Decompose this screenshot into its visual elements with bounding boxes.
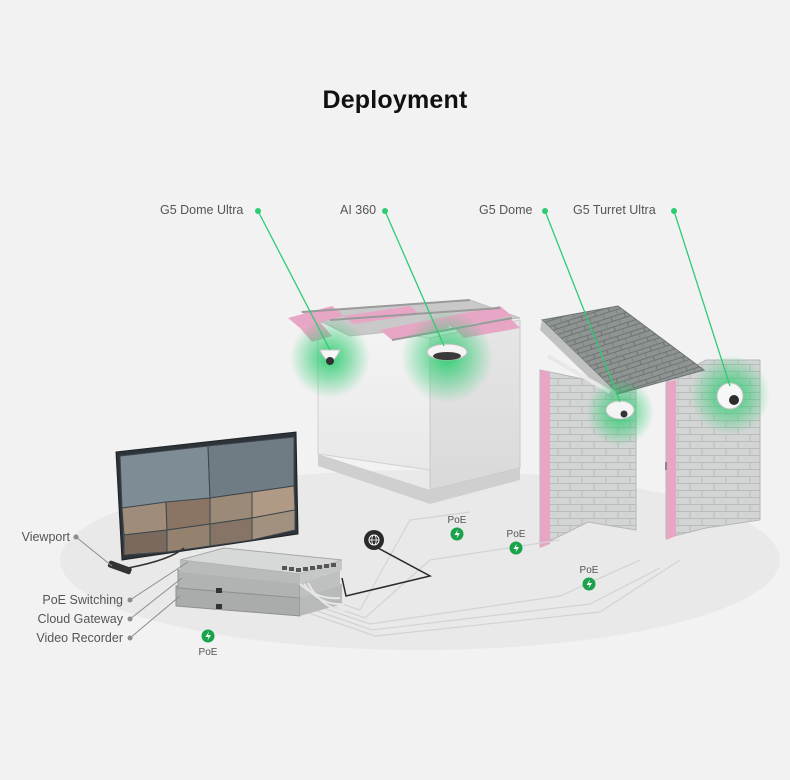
- label-g5-dome-ultra: G5 Dome Ultra: [160, 203, 244, 217]
- g5-turret-ultra-camera: [716, 382, 744, 410]
- label-video-recorder: Video Recorder: [36, 631, 123, 645]
- poe-label-turret: PoE: [579, 565, 599, 576]
- monitor-display: [107, 431, 299, 575]
- label-g5-dome: G5 Dome: [479, 203, 533, 217]
- device-leader-lines: [75, 536, 189, 639]
- poe-badge-room: [450, 527, 464, 541]
- label-ai-360: AI 360: [340, 203, 377, 217]
- poe-label-recorder: PoE: [198, 647, 218, 658]
- poe-label-shelter: PoE: [506, 529, 526, 540]
- globe-icon: [368, 534, 380, 546]
- poe-label-room: PoE: [447, 515, 467, 526]
- label-viewport: Viewport: [21, 530, 70, 544]
- g5-dome-camera: [605, 400, 635, 420]
- poe-badge-recorder: [201, 629, 215, 643]
- camera-leader-dots: [255, 208, 677, 214]
- ai-360-camera: [426, 343, 468, 361]
- label-cloud-gateway: Cloud Gateway: [37, 612, 123, 626]
- poe-badge-turret: [582, 577, 596, 591]
- poe-badge-shelter: [509, 541, 523, 555]
- g5-dome-ultra-camera: [319, 349, 341, 365]
- page-title: Deployment: [322, 86, 468, 114]
- device-leader-dots: [73, 534, 133, 641]
- rack-stack: [175, 547, 349, 617]
- camera-leader-lines: [257, 210, 731, 403]
- label-poe-switching: PoE Switching: [42, 593, 123, 607]
- label-g5-turret-ultra: G5 Turret Ultra: [573, 203, 656, 217]
